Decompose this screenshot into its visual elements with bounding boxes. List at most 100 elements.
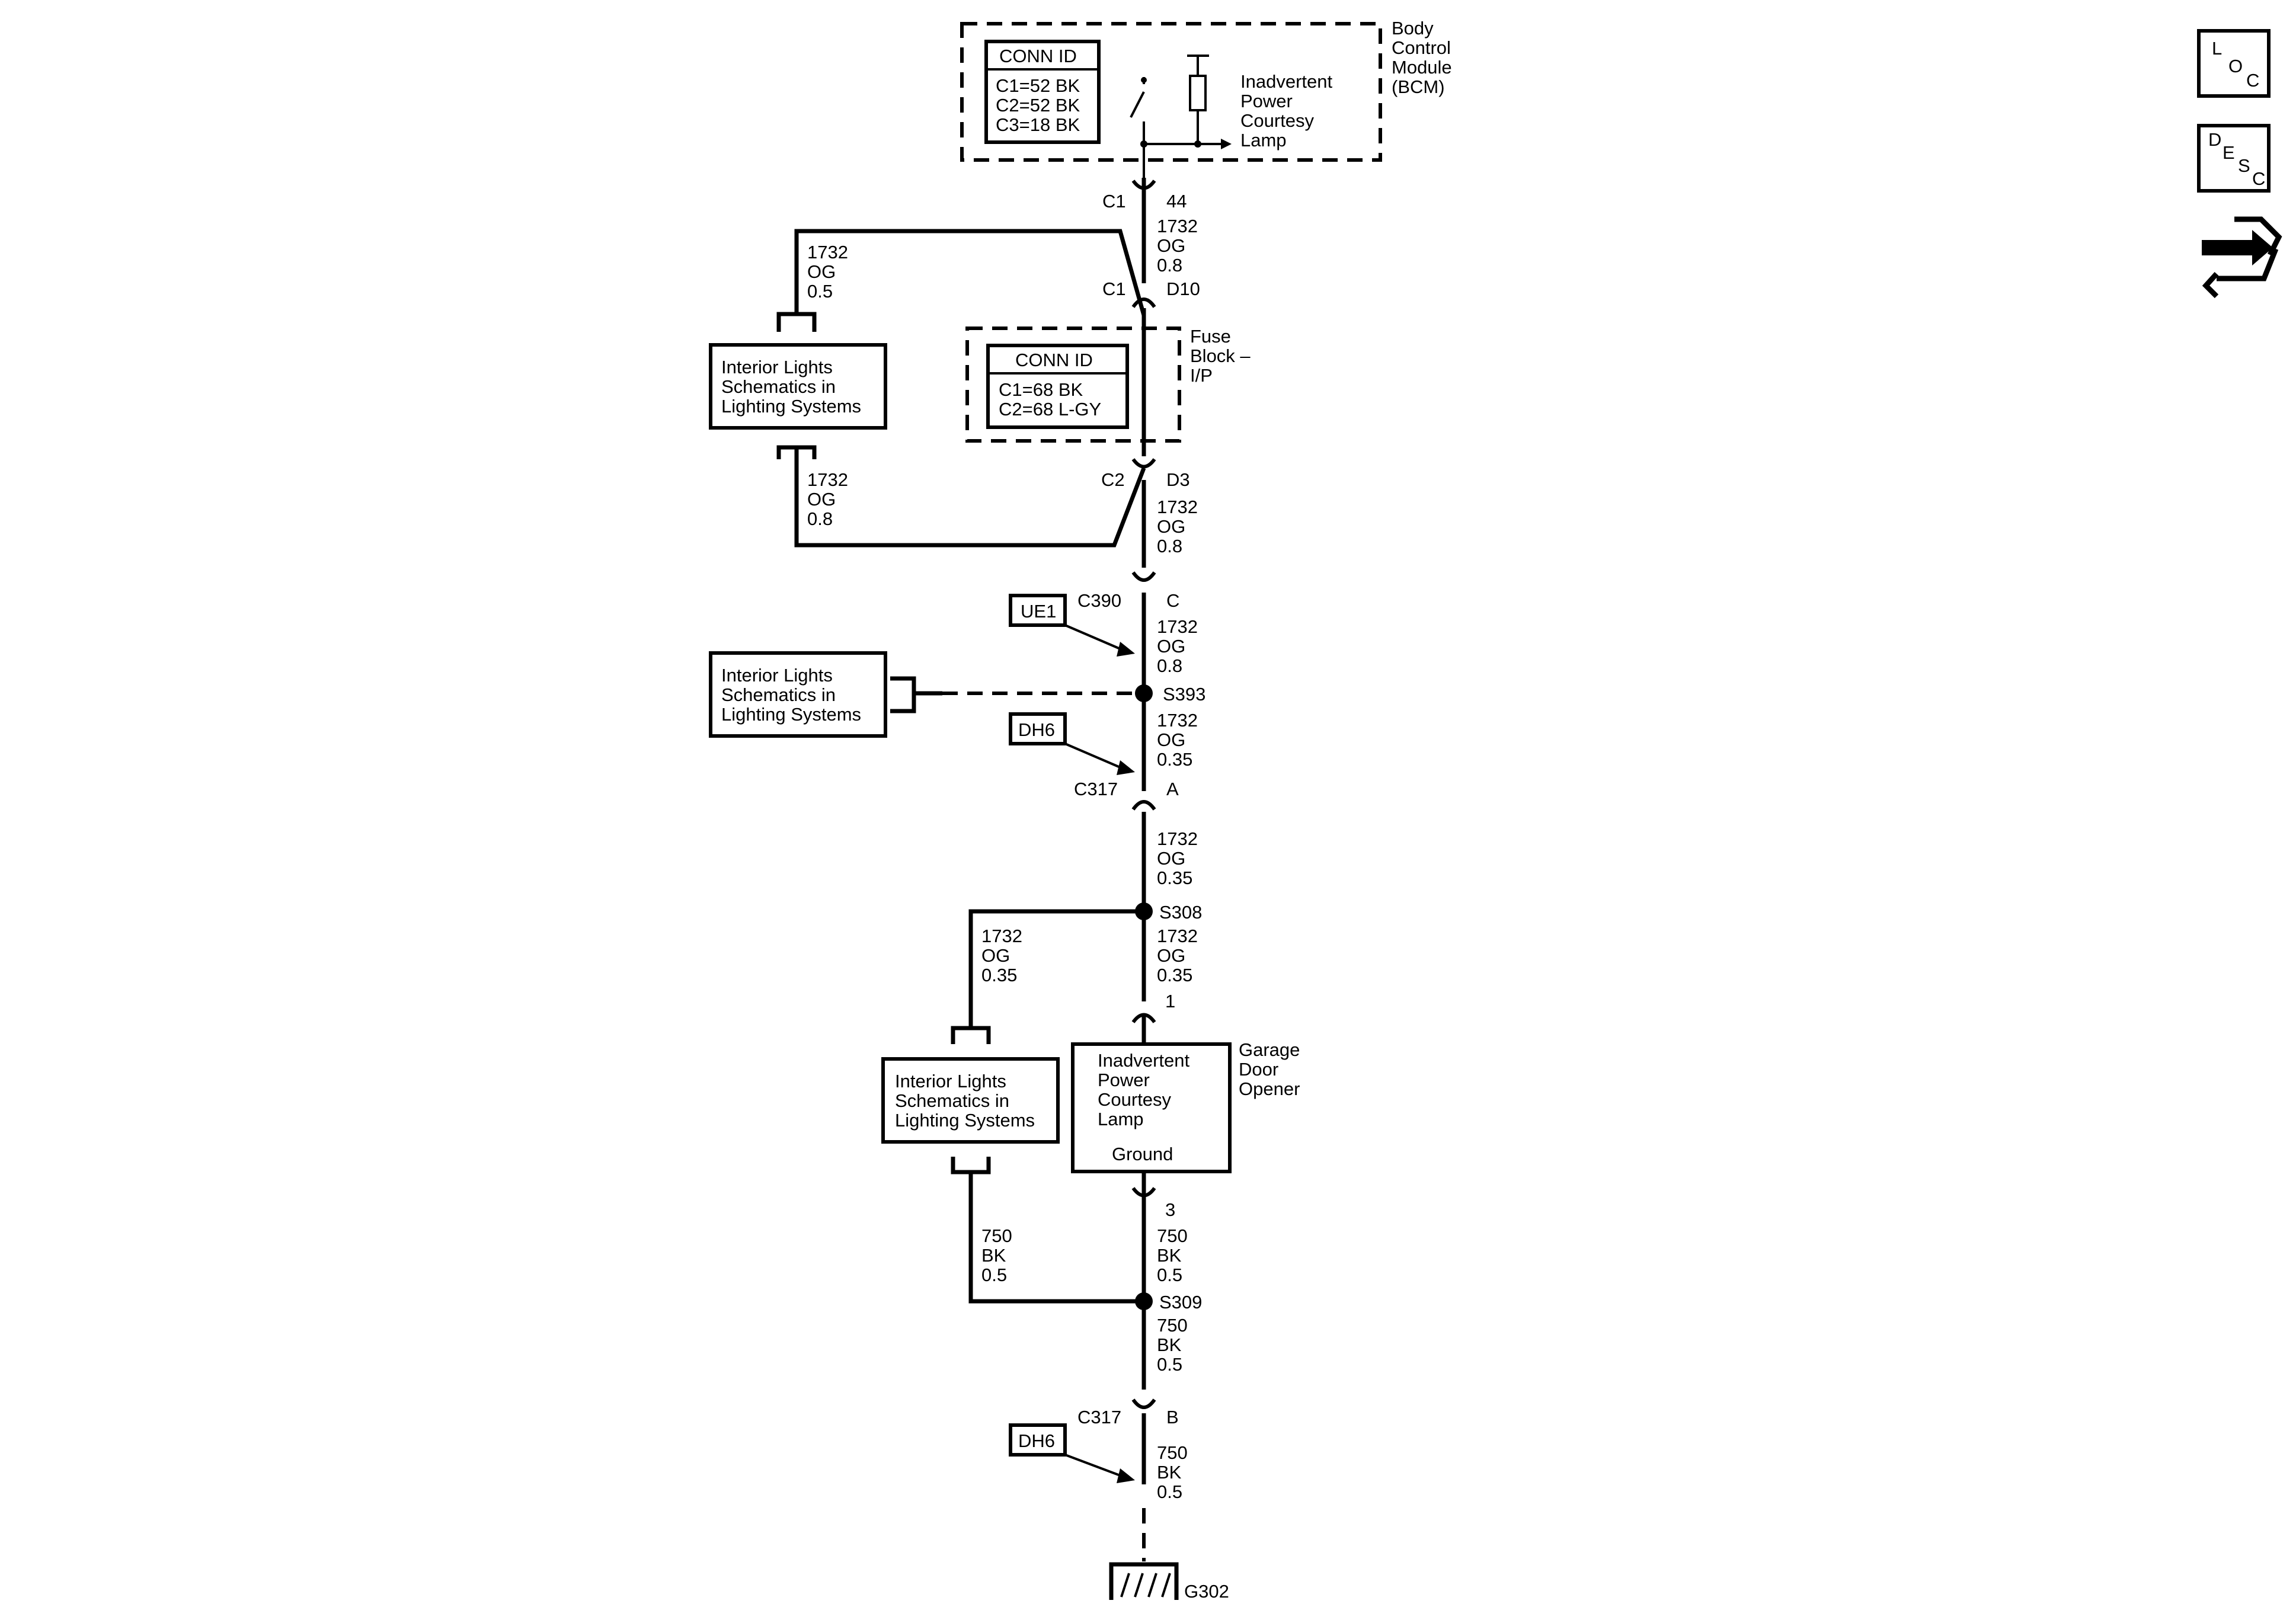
wire-s308-branch-3: 0.35 (981, 965, 1017, 985)
wire-7-label-1: 750 (1157, 1225, 1188, 1246)
connector-hand-icon[interactable] (2202, 216, 2282, 299)
bcm-name-4: (BCM) (1392, 76, 1445, 97)
bcm-lamp-label-2: Power (1240, 91, 1293, 111)
interior-lights-2-line-2: Schematics in (721, 684, 836, 705)
bcm-name-3: Module (1392, 57, 1452, 78)
interior-lights-box-2: Interior Lights Schematics in Lighting S… (709, 651, 887, 738)
bcm-module: Body Control Module (BCM) CONN ID C1=52 … (960, 18, 1452, 178)
conn-gdo-3-pin: 3 (1165, 1199, 1175, 1220)
wire-6-label-2: OG (1157, 945, 1185, 966)
connector-gdo-3: 3 (1131, 1167, 1175, 1220)
desc-letter-c: C (2252, 168, 2265, 189)
gdo-name-3: Opener (1239, 1078, 1300, 1099)
wire-1-label-3: 0.8 (1157, 255, 1182, 276)
wire-2-label-3: 0.8 (1157, 536, 1182, 556)
fuse-block-loop-wire (776, 229, 1146, 548)
interior-lights-1-line-3: Lighting Systems (721, 396, 861, 417)
wire-8-label-1: 750 (1157, 1315, 1188, 1336)
wire-s308-branch-1: 1732 (981, 926, 1022, 946)
loc-button[interactable]: L O C (2197, 29, 2271, 98)
interior-lights-1-line-1: Interior Lights (721, 357, 833, 377)
connector-c317-a: C317 A (1074, 779, 1179, 811)
splice-s309-label: S309 (1159, 1292, 1202, 1313)
loc-letter-c: C (2246, 70, 2259, 91)
wire-3-label-2: OG (1157, 636, 1185, 657)
bcm-name-2: Control (1392, 37, 1451, 58)
wire-6-label-1: 1732 (1157, 926, 1198, 946)
interior-lights-2-line-1: Interior Lights (721, 665, 833, 686)
wire-9-label-3: 0.5 (1157, 1481, 1182, 1502)
conn-gdo-1-pin: 1 (1165, 991, 1175, 1012)
wire-left-top-1: 1732 (807, 242, 848, 263)
fuse-block: Fuse Block – I/P CONN ID C1=68 BK C2=68 … (965, 326, 1251, 443)
wire-1-label-1: 1732 (1157, 216, 1198, 236)
bcm-lamp-label-4: Lamp (1240, 130, 1287, 151)
wire-5-label-2: OG (1157, 848, 1185, 869)
interior-lights-3-line-3: Lighting Systems (895, 1110, 1035, 1131)
desc-letter-d: D (2208, 129, 2221, 150)
conn-c317a-pin: A (1166, 779, 1179, 799)
bcm-conn-row-2: C2=52 BK (996, 95, 1080, 116)
conn-c390-name: C390 (1077, 590, 1121, 611)
ue1-label: UE1 (1021, 601, 1056, 622)
bcm-internal-switch (1130, 55, 1232, 178)
connector-c2-d3: C2 D3 (1101, 458, 1190, 490)
fuse-conn-id-table: CONN ID C1=68 BK C2=68 L-GY (986, 344, 1129, 429)
connector-c1-d10: C1 D10 (1102, 279, 1200, 308)
wire-4-label-2: OG (1157, 729, 1185, 750)
interior-lights-1-line-2: Schematics in (721, 376, 836, 397)
wire-2-label-2: OG (1157, 516, 1185, 537)
wire-4-label-3: 0.35 (1157, 749, 1192, 770)
connector-c390: C390 C (1077, 571, 1179, 611)
wire-5-label-1: 1732 (1157, 828, 1198, 849)
garage-door-opener: Inadvertent Power Courtesy Lamp Ground G… (1071, 1039, 1300, 1173)
wire-s308-branch-2: OG (981, 945, 1010, 966)
wire-left-bot-3: 0.8 (807, 508, 833, 529)
loc-letter-l: L (2212, 38, 2222, 59)
bcm-conn-row-3: C3=18 BK (996, 114, 1080, 135)
desc-letter-e: E (2223, 142, 2235, 163)
connector-c317-b: C317 B (1077, 1398, 1179, 1427)
splice-s393-label: S393 (1163, 684, 1205, 705)
dh6-b-label: DH6 (1018, 1430, 1055, 1451)
wire-left-top-2: OG (807, 261, 836, 282)
option-tag-dh6-b: DH6 (1009, 1423, 1135, 1483)
bcm-lamp-label-1: Inadvertent (1240, 71, 1332, 92)
wire-left-top-3: 0.5 (807, 281, 833, 302)
wire-left-bot-2: OG (807, 489, 836, 510)
wire-2-label-1: 1732 (1157, 497, 1198, 517)
loc-letter-o: O (2228, 56, 2243, 76)
fuse-block-name-2: Block – (1190, 345, 1251, 366)
desc-letter-s: S (2238, 155, 2250, 176)
interior-lights-2-line-3: Lighting Systems (721, 704, 861, 725)
wire-9-label-1: 750 (1157, 1442, 1188, 1463)
fuse-conn-row-1: C1=68 BK (999, 379, 1083, 400)
option-tag-dh6-a: DH6 (1009, 712, 1135, 775)
gdo-lamp-2: Power (1098, 1070, 1150, 1090)
interior-lights-3-line-1: Interior Lights (895, 1071, 1006, 1092)
wire-8-label-3: 0.5 (1157, 1354, 1182, 1375)
conn-c317a-name: C317 (1074, 779, 1118, 799)
ground-g302: G302 (1109, 1562, 1229, 1602)
splice-s308-label: S308 (1159, 902, 1202, 923)
bcm-conn-id-title: CONN ID (999, 46, 1077, 66)
wire-left-bot-1: 1732 (807, 469, 848, 490)
interior-lights-box-1: Interior Lights Schematics in Lighting S… (709, 343, 887, 430)
bcm-lamp-label-3: Courtesy (1240, 110, 1315, 131)
gdo-lamp-3: Courtesy (1098, 1089, 1172, 1110)
wire-7-label-2: BK (1157, 1245, 1182, 1266)
wire-1-label-2: OG (1157, 235, 1185, 256)
gdo-lamp-4: Lamp (1098, 1109, 1144, 1129)
splice-s308: S308 (951, 902, 1202, 1044)
conn-c2-d3-name: C2 (1101, 469, 1125, 490)
splice-s309: S309 (1135, 1292, 1202, 1313)
wire-7-label-3: 0.5 (1157, 1265, 1182, 1285)
interior-lights-3-line-2: Schematics in (895, 1090, 1009, 1111)
connector-gdo-1: 1 (1131, 991, 1175, 1044)
wire-s309-branch-1: 750 (981, 1225, 1012, 1246)
desc-button[interactable]: D E S C (2197, 124, 2271, 193)
splice-s393: S393 (890, 676, 1205, 713)
gdo-name-2: Door (1239, 1059, 1278, 1080)
dh6-a-label: DH6 (1018, 719, 1055, 740)
